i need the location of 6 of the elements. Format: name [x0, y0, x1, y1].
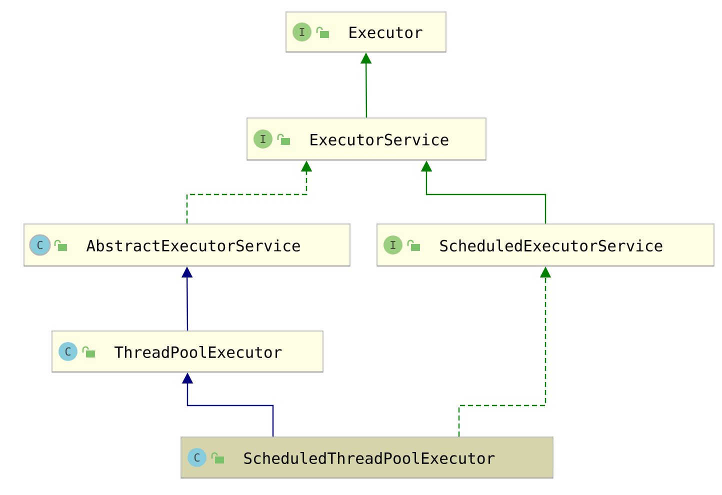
class-name: ScheduledExecutorService: [440, 239, 662, 252]
class-name: AbstractExecutorService: [86, 240, 300, 252]
class-name: ScheduledThreadPoolExecutor: [244, 452, 495, 464]
class-name: ThreadPoolExecutor: [114, 346, 282, 358]
class-name: Executor: [350, 26, 422, 38]
class-name: ExecutorService: [310, 134, 448, 146]
